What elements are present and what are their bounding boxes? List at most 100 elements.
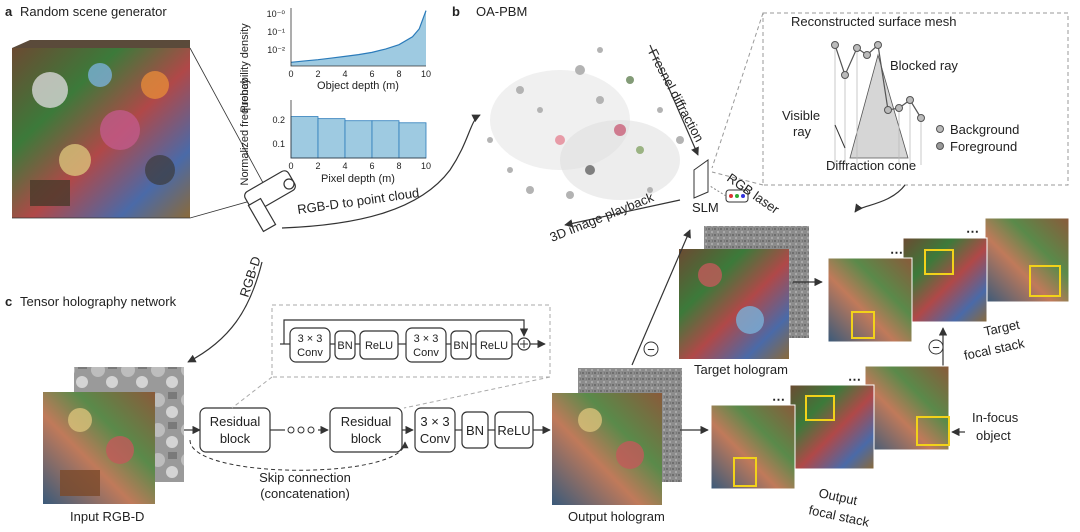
conv-label: Conv [420, 431, 451, 446]
frequency-bar [398, 122, 427, 159]
plot1-xtick: 10 [421, 69, 431, 79]
plot1-ytick: 10⁻⁰ [267, 9, 286, 19]
frequency-bar [317, 118, 346, 159]
panel-b-letter: b [452, 4, 460, 19]
plot2-axes [290, 100, 426, 159]
inset-background-label: Background [950, 122, 1019, 137]
plot2-xtick: 8 [396, 161, 401, 171]
inset-foreground-label: Foreground [950, 139, 1017, 154]
conv-size-label: 3 × 3 [420, 414, 449, 429]
residual-detail: 3 × 3 Conv BN ReLU 3 × 3 Conv BN ReLU [231, 304, 551, 409]
rgb-laser-icon [709, 185, 749, 203]
plot1-ytick: 10⁻² [267, 45, 285, 55]
plot1-ylabel: Probability density [239, 23, 251, 113]
residual-block-2: Residual block [329, 407, 403, 453]
residual-block-1: Residual block [199, 407, 271, 453]
plot1-xtick: 0 [288, 69, 293, 79]
inset-ray-label: ray [793, 124, 812, 139]
block-label: block [220, 431, 251, 446]
skip-connection-arrow [189, 439, 409, 471]
detail-conv-size: 3 × 3 [298, 333, 323, 345]
panel-c-letter: c [5, 294, 12, 309]
frequency-bar [344, 120, 373, 159]
relu-label: ReLU [497, 423, 530, 438]
point-cloud-image [487, 47, 684, 200]
detail-conv: Conv [413, 347, 439, 359]
stack-dots: ⋯ [966, 224, 979, 239]
target-hologram-image [679, 226, 809, 359]
frequency-bar [290, 116, 319, 159]
density-line [290, 10, 427, 63]
slm-label: SLM [692, 200, 719, 215]
random-scene-image [12, 40, 190, 218]
plot1-xtick: 2 [315, 69, 320, 79]
fresnel-arrow [649, 44, 699, 156]
concat-label: (concatenation) [260, 486, 350, 501]
inset-cone-label: Diffraction cone [826, 158, 916, 173]
panel-b-title: OA-PBM [476, 4, 527, 19]
detail-relu: ReLU [480, 340, 508, 352]
inset-blocked-label: Blocked ray [890, 58, 958, 73]
input-rgbd-image [43, 367, 184, 504]
object-depth-plot: Probability density Object depth (m) 10⁻… [239, 8, 431, 113]
pixel-depth-plot: Normalized frequency Pixel depth (m) 0.2… [239, 78, 431, 185]
skip-label: Skip connection [259, 470, 351, 485]
plot2-xtick: 4 [342, 161, 347, 171]
conv-block: 3 × 3 Conv [414, 407, 456, 453]
plot1-xticks: 0 2 4 6 8 10 [288, 69, 431, 79]
density-area [291, 10, 426, 67]
plot1-ytick: 10⁻¹ [267, 27, 285, 37]
output-to-target-arrow [631, 229, 691, 366]
block-label: block [351, 431, 382, 446]
plot2-xtick: 2 [315, 161, 320, 171]
infocus-sublabel: object [976, 428, 1011, 443]
plot2-xtick: 0 [288, 161, 293, 171]
detail-conv-size: 3 × 3 [414, 333, 439, 345]
slm-icon [693, 159, 709, 199]
minus-icon [643, 341, 659, 357]
plot2-xlabel: Pixel depth (m) [321, 173, 395, 185]
to-point-cloud-label: RGB-D to point cloud [296, 185, 420, 217]
plot2-xticks: 0 2 4 6 8 10 [288, 161, 431, 171]
relu-block: ReLU [494, 411, 534, 449]
diffraction-inset: Reconstructed surface mesh Blocked ray V… [711, 12, 1069, 186]
background-marker [936, 125, 944, 133]
minus-sign: − [647, 342, 655, 357]
stack-dots: ⋯ [848, 372, 861, 387]
bn-label: BN [466, 423, 484, 438]
inset-to-target-arrow [854, 184, 906, 213]
arrow-to-input [187, 261, 263, 363]
bn-block: BN [461, 411, 489, 449]
detail-relu: ReLU [365, 340, 393, 352]
plot1-xlabel: Object depth (m) [317, 80, 399, 92]
playback-arrow [564, 199, 681, 228]
panel-a-title: Random scene generator [20, 4, 167, 19]
detail-bn: BN [453, 340, 468, 352]
residual-label: Residual [341, 414, 392, 429]
ellipsis-dots [287, 426, 315, 434]
plot2-ylabel: Normalized frequency [239, 78, 251, 185]
detail-bn: BN [337, 340, 352, 352]
target-stack-label: Target [983, 317, 1022, 339]
arrow-to-point-cloud [281, 114, 481, 229]
inset-visible-label: Visible [782, 108, 820, 123]
output-label: Output hologram [568, 509, 665, 524]
detail-conv: Conv [297, 347, 323, 359]
minus-sign: − [932, 340, 940, 355]
plot1-xtick: 4 [342, 69, 347, 79]
foreground-marker [936, 142, 944, 150]
frequency-bar [371, 120, 400, 159]
panel-a-letter: a [5, 4, 13, 19]
stack-dots: ⋯ [890, 245, 903, 260]
input-label: Input RGB-D [70, 509, 144, 524]
minus-icon [928, 339, 944, 355]
output-hologram-image [552, 368, 682, 505]
camera-icon [244, 170, 296, 233]
target-stack-sublabel: focal stack [963, 335, 1027, 363]
output-focal-stack: ⋯ ⋯ [710, 365, 950, 490]
plot1-xtick: 8 [396, 69, 401, 79]
output-stack-sublabel: focal stack [807, 502, 871, 527]
panel-c-title: Tensor holography network [20, 294, 177, 309]
